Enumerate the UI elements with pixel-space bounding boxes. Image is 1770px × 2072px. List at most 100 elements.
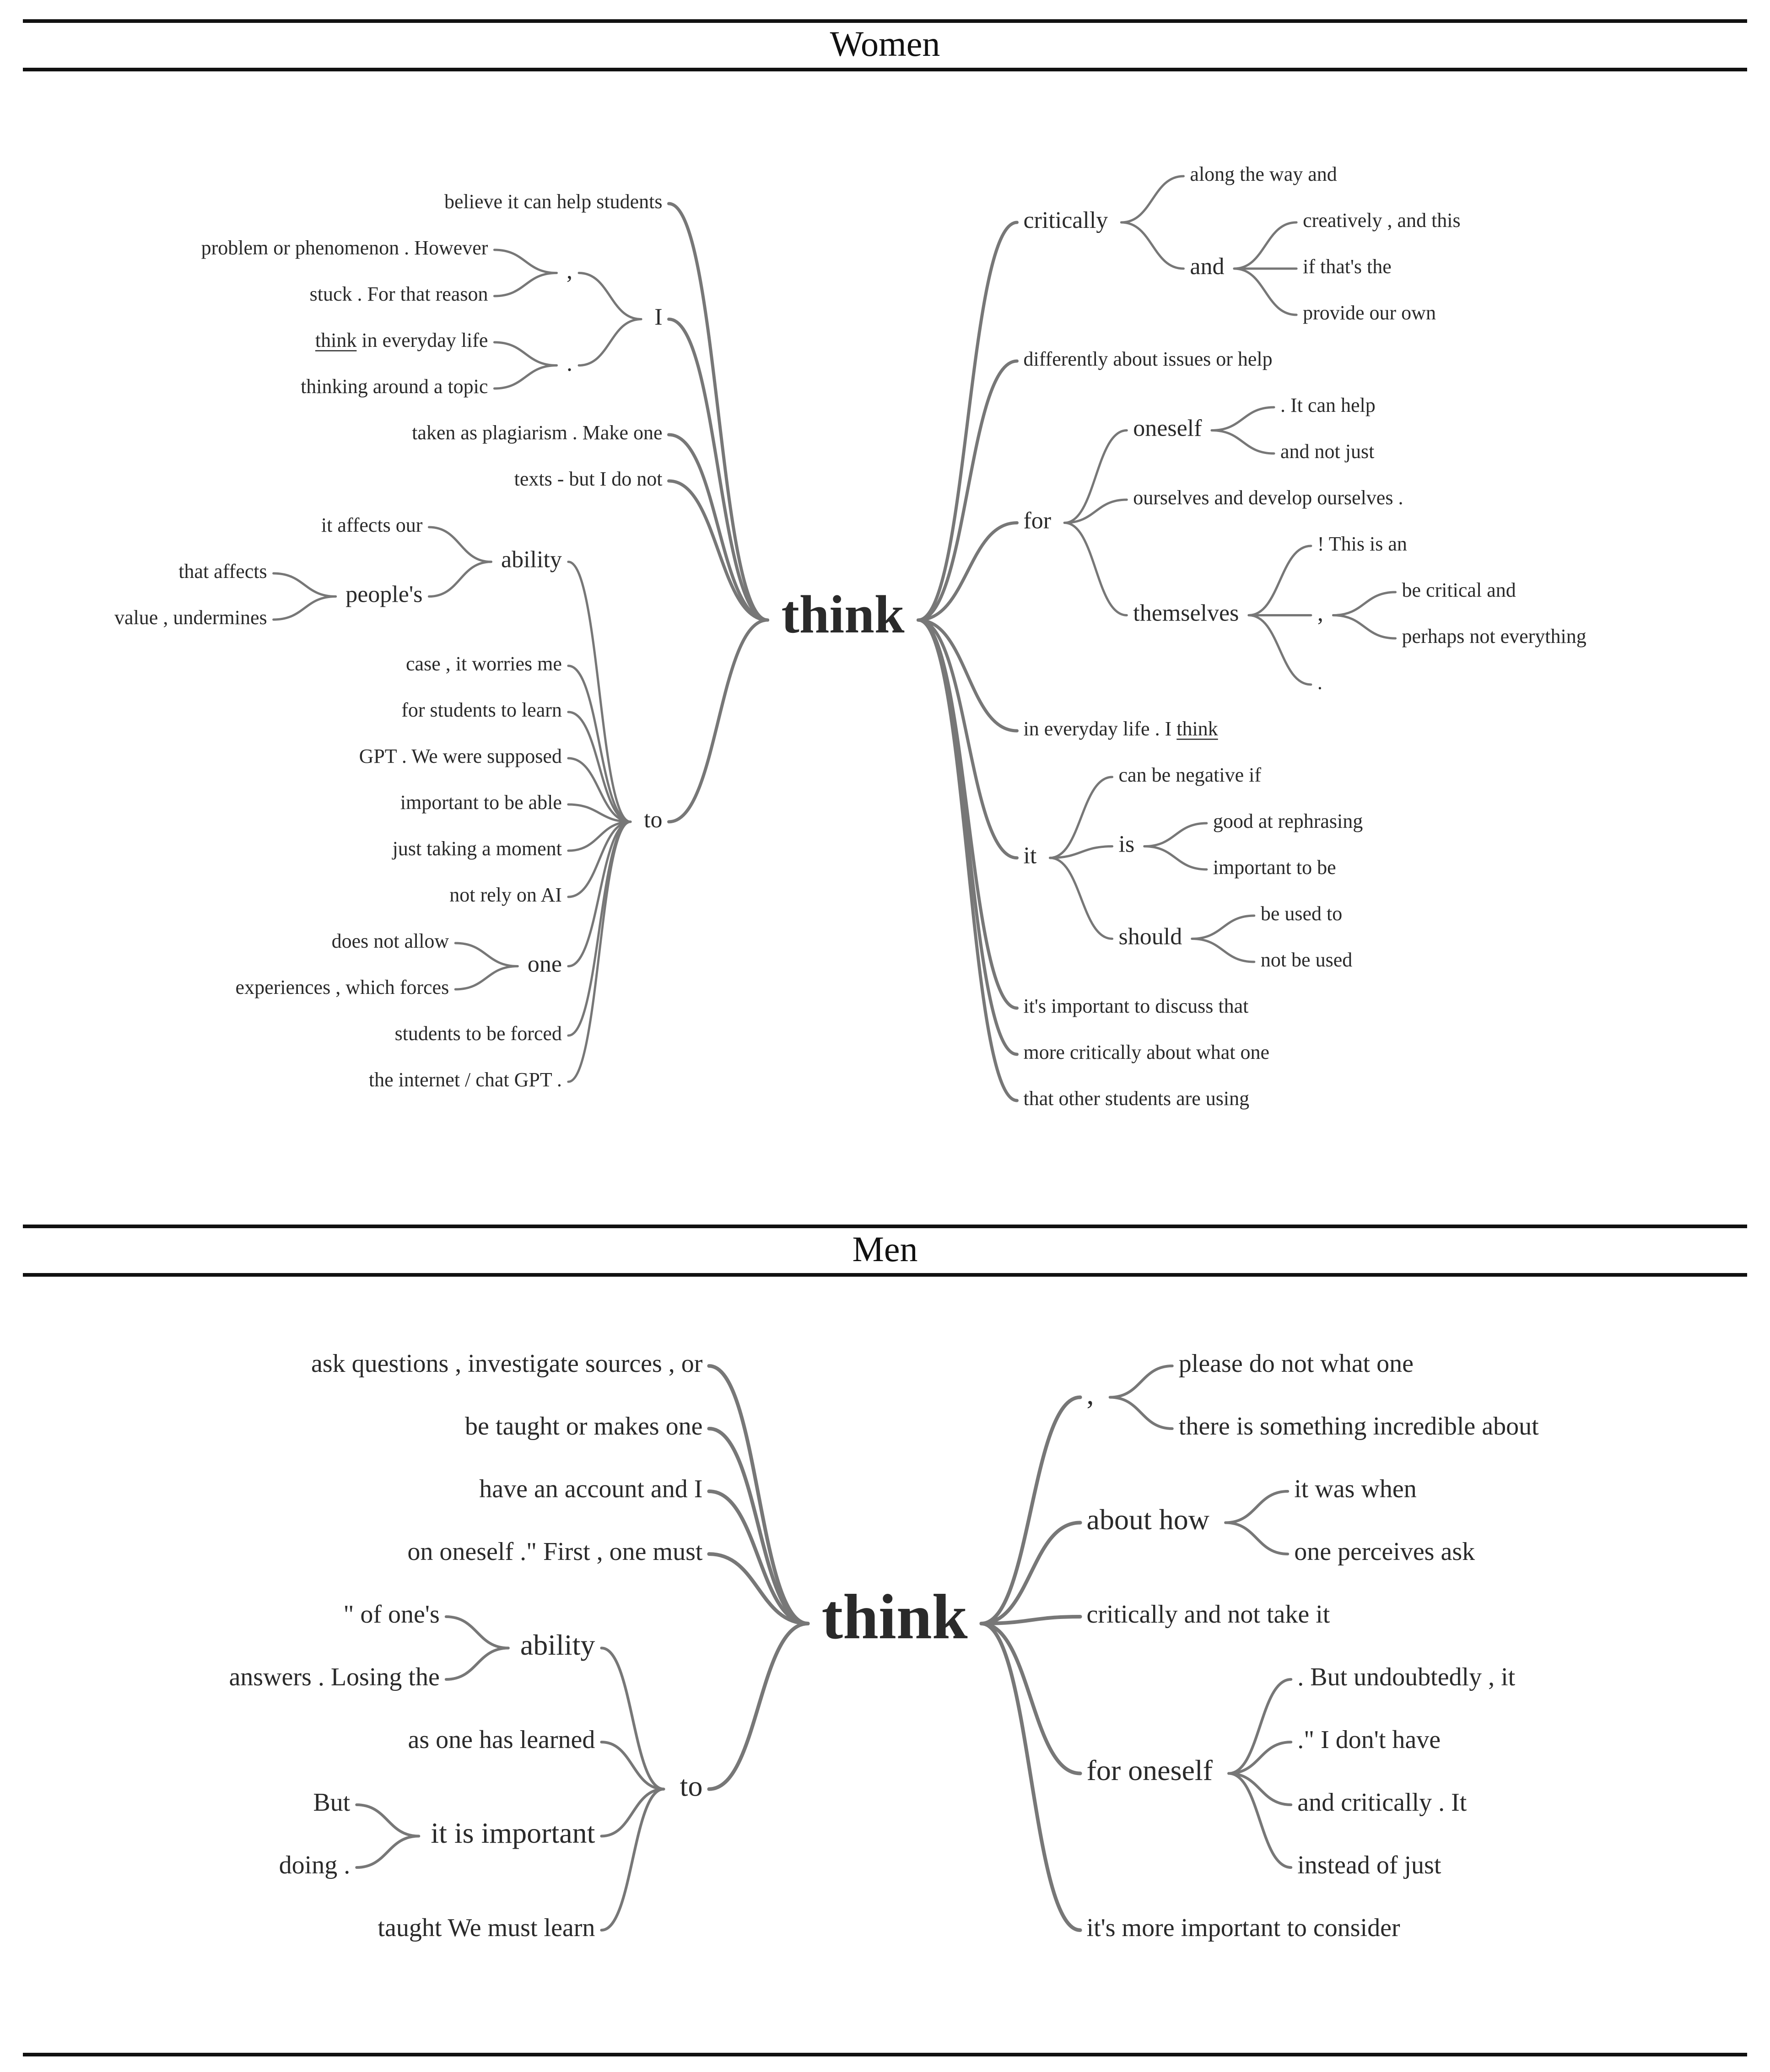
panel-title-men: Men: [852, 1229, 918, 1269]
men-left-edge-to: [707, 1622, 810, 1791]
men-left-node-it-is-important: it is important: [431, 1817, 595, 1849]
women-right-node-differently-about-issues-or-help: differently about issues or help: [1023, 348, 1272, 370]
women-right-node-it-can-help: . It can help: [1280, 394, 1376, 416]
women-left-node-students-to-be-forced: students to be forced: [395, 1022, 562, 1045]
men-right-edge-for-oneself: [979, 1622, 1082, 1775]
men-left-edge-answers-losing-the: [444, 1646, 510, 1681]
women-right-edge-differently-about-issues-or-help: [916, 359, 1019, 622]
women-left-edge-texts-but-i-do-not: [667, 479, 770, 622]
men-left-edge-ask-questions-investigate-sources-or: [707, 1364, 810, 1625]
women-right-node-for: for: [1023, 507, 1051, 534]
women-right-edge-should: [1049, 857, 1114, 940]
women-left-edge-believe-it-can-help-students: [667, 202, 770, 622]
rule-under-title-women: [23, 68, 1747, 71]
women-left-node-the-internet-chat-gpt: the internet / chat GPT .: [369, 1068, 562, 1091]
women-right-node-not-be-used: not be used: [1261, 949, 1352, 971]
women-right-edge-more-critically-about-what-one: [916, 618, 1019, 1056]
men-right-edge-i-don-t-have: [1227, 1741, 1293, 1775]
women-right-node-punct: .: [1317, 671, 1322, 694]
men-left-node-but: But: [313, 1788, 350, 1817]
men-left-node-answers-losing-the: answers . Losing the: [229, 1663, 439, 1691]
women-left-node-to: to: [644, 807, 662, 833]
women-right-edge-critically: [916, 221, 1019, 622]
women-left-node-punct: ,: [567, 258, 572, 284]
women-right-edge-is: [1049, 845, 1114, 859]
men-left-node-ask-questions-investigate-sources-or: ask questions , investigate sources , or: [311, 1349, 703, 1378]
women-left-node-think-in-everyday-life: think in everyday life: [315, 329, 488, 351]
women-right-node-ourselves-and-develop-ourselves: ourselves and develop ourselves .: [1133, 486, 1403, 509]
women-right-node-creatively-and-this: creatively , and this: [1303, 209, 1461, 232]
women-right-node-important-to-be: important to be: [1213, 856, 1336, 879]
women-left-edge-punct: [577, 272, 642, 320]
women-right-edge-oneself: [1063, 429, 1128, 524]
men-left-node-be-taught-or-makes-one: be taught or makes one: [465, 1412, 702, 1441]
women-left-node-taken-as-plagiarism-make-one: taken as plagiarism . Make one: [412, 421, 662, 444]
women-right-edge-it: [916, 618, 1019, 860]
women-left-edge-one: [567, 820, 632, 967]
men-right-edge-but-undoubtedly-it: [1227, 1678, 1293, 1775]
men-right-edge-it-was-when: [1224, 1490, 1290, 1524]
women-left-node-texts-but-i-do-not: texts - but I do not: [514, 468, 663, 490]
women-right-node-that-other-students-are-using: that other students are using: [1023, 1087, 1249, 1110]
women-right-node-and: and: [1190, 254, 1224, 280]
men-right-edge-one-perceives-ask: [1224, 1521, 1290, 1555]
women-left-node-thinking-around-a-topic: thinking around a topic: [301, 375, 488, 398]
men-left-edge-have-an-account-and-i: [707, 1489, 810, 1625]
women-left-edge-that-affects: [272, 572, 337, 598]
women-right-edge-can-be-negative-if: [1049, 776, 1114, 859]
men-right-node-it-was-when: it was when: [1294, 1475, 1417, 1503]
rule-bottom: [23, 2053, 1747, 2056]
men-right-node-there-is-something-incredible-about: there is something incredible about: [1179, 1412, 1539, 1441]
men-right-edge-and-critically-it: [1227, 1772, 1293, 1806]
women-right-edge-be-critical-and: [1332, 591, 1397, 616]
women-left-node-stuck-for-that-reason: stuck . For that reason: [310, 283, 488, 305]
women-right-edge-be-used-to: [1191, 914, 1256, 940]
women-left-node-case-it-worries-me: case , it worries me: [406, 653, 562, 675]
women-right-edge-punct: [1247, 614, 1312, 686]
women-right-node-critically: critically: [1023, 207, 1108, 233]
men-right-node-and-critically-it: and critically . It: [1297, 1788, 1467, 1817]
women-left-edge-problem-or-phenomenon-however: [493, 248, 558, 274]
women-left-node-i: I: [654, 304, 662, 330]
women-right-edge-this-is-an: [1247, 545, 1312, 616]
women-left-node-one: one: [528, 951, 562, 977]
women-right-edge-provide-our-own: [1233, 267, 1298, 316]
men-left-edge-ability: [600, 1646, 665, 1791]
women-right-node-should: should: [1119, 923, 1182, 950]
women-left-edge-value-undermines: [272, 595, 337, 621]
men-left-node-as-one-has-learned: as one has learned: [408, 1726, 595, 1754]
women-right-node-good-at-rephrasing: good at rephrasing: [1213, 810, 1363, 832]
women-right-edge-and-not-just: [1210, 429, 1275, 455]
men-right-edge-instead-of-just: [1227, 1772, 1293, 1869]
women-left-node-punct: .: [567, 350, 572, 376]
women-left-edge-thinking-around-a-topic: [493, 364, 558, 390]
women-left-edge-for-students-to-learn: [567, 711, 632, 823]
women-left-node-people-s: people's: [345, 581, 422, 607]
women-right-node-and-not-just: and not just: [1280, 440, 1374, 463]
women-left-node-value-undermines: value , undermines: [114, 606, 267, 629]
men-left-node-on-oneself-first-one-must: on oneself ." First , one must: [407, 1538, 702, 1566]
women-right-edge-and: [1120, 221, 1185, 270]
men-right-node-for-oneself: for oneself: [1087, 1754, 1213, 1786]
women-left-edge-students-to-be-forced: [567, 820, 632, 1037]
men-right-node-instead-of-just: instead of just: [1297, 1851, 1441, 1879]
men-left-node-of-one-s: " of one's: [344, 1600, 440, 1629]
women-right-node-provide-our-own: provide our own: [1303, 302, 1436, 324]
women-left-node-it-affects-our: it affects our: [321, 514, 423, 536]
women-left-edge-case-it-worries-me: [567, 664, 632, 823]
women-left-node-experiences-which-forces: experiences , which forces: [236, 976, 449, 998]
women-right-edge-ourselves-and-develop-ourselves: [1063, 498, 1128, 524]
men-left-edge-taught-we-must-learn: [600, 1787, 665, 1932]
women-right-edge-along-the-way-and: [1120, 175, 1185, 224]
men-left-node-to: to: [680, 1770, 703, 1802]
women-left-edge-punct: [577, 318, 642, 367]
women-left-edge-experiences-which-forces: [454, 965, 519, 991]
women-left-edge-ability: [567, 561, 632, 823]
men-left-edge-of-one-s: [444, 1615, 510, 1650]
women-right-node-can-be-negative-if: can be negative if: [1119, 764, 1262, 786]
women-right-edge-in-everyday-life-i-think: [916, 618, 1019, 733]
women-right-node-it-s-important-to-discuss-that: it's important to discuss that: [1023, 995, 1248, 1017]
panel-title-women: Women: [830, 24, 940, 64]
